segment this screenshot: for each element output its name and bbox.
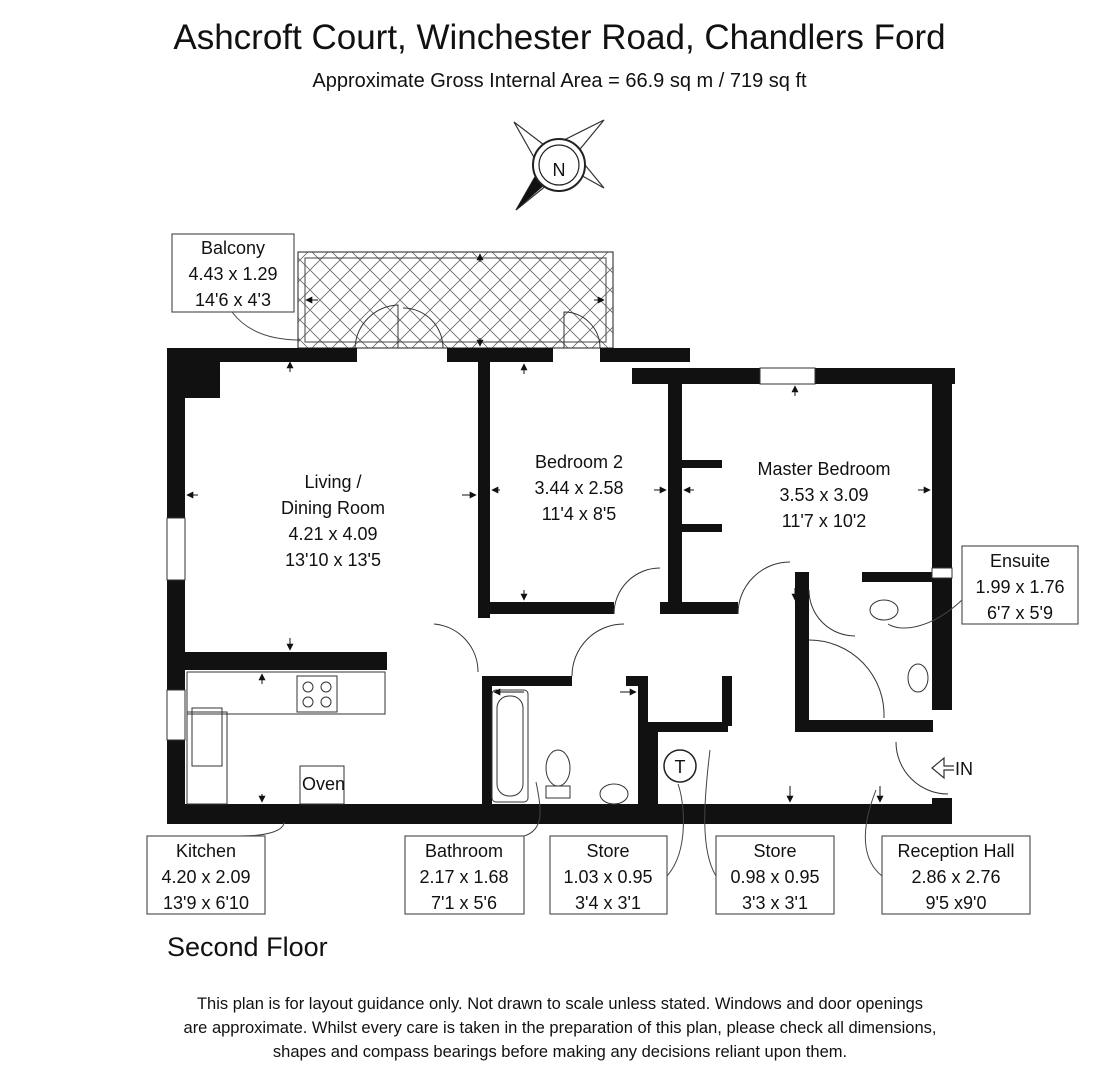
window-marks: [166, 367, 953, 741]
entrance-arrow-icon: IN: [931, 756, 973, 780]
ensuite-fixtures: [808, 599, 929, 719]
balcony-callout: Balcony 4.43 x 1.29 14'6 x 4'3: [171, 233, 301, 341]
svg-text:14'6 x 4'3: 14'6 x 4'3: [195, 290, 271, 310]
disclaimer-line-3: shapes and compass bearings before makin…: [272, 1043, 848, 1061]
living-imperial: 13'10 x 13'5: [285, 550, 381, 570]
master-imperial: 11'7 x 10'2: [782, 511, 867, 531]
bedroom2-imperial: 11'4 x 8'5: [542, 504, 617, 524]
svg-text:Reception Hall: Reception Hall: [897, 841, 1014, 861]
kitchen-callout: Kitchen 4.20 x 2.09 13'9 x 6'10: [146, 821, 285, 915]
disclaimer-line-1: This plan is for layout guidance only. N…: [196, 995, 924, 1013]
bedroom2-metric: 3.44 x 2.58: [534, 478, 623, 498]
svg-text:Ensuite: Ensuite: [990, 551, 1050, 571]
svg-text:1.99 x 1.76: 1.99 x 1.76: [975, 577, 1064, 597]
tank-icon: T: [663, 749, 697, 783]
svg-text:9'5 x9'0: 9'5 x9'0: [926, 893, 987, 913]
svg-text:2.86 x 2.76: 2.86 x 2.76: [911, 867, 1000, 887]
oven-label: Oven: [302, 774, 345, 794]
dimension-arrows: [186, 253, 931, 803]
reception-callout: Reception Hall 2.86 x 2.76 9'5 x9'0: [864, 789, 1031, 915]
bedroom2-name: Bedroom 2: [535, 452, 623, 472]
svg-text:3'4 x 3'1: 3'4 x 3'1: [575, 893, 641, 913]
balcony-area: [297, 251, 614, 349]
master-metric: 3.53 x 3.09: [779, 485, 868, 505]
svg-text:Store: Store: [753, 841, 796, 861]
store2-callout: Store 0.98 x 0.95 3'3 x 3'1: [704, 749, 835, 915]
bathroom-callout: Bathroom 2.17 x 1.68 7'1 x 5'6: [404, 781, 541, 915]
entrance-label: IN: [955, 759, 973, 779]
store1-callout: Store 1.03 x 0.95 3'4 x 3'1: [549, 783, 684, 915]
bathroom-fixtures: [491, 689, 629, 805]
svg-text:7'1 x 5'6: 7'1 x 5'6: [431, 893, 497, 913]
plan-title: Ashcroft Court, Winchester Road, Chandle…: [173, 18, 946, 57]
living-name1: Living /: [304, 472, 361, 492]
kitchen-fixtures: [186, 671, 386, 805]
door-swings: [354, 304, 949, 795]
svg-text:2.17 x 1.68: 2.17 x 1.68: [419, 867, 508, 887]
svg-text:4.20 x 2.09: 4.20 x 2.09: [161, 867, 250, 887]
ensuite-callout: Ensuite 1.99 x 1.76 6'7 x 5'9: [887, 545, 1079, 629]
svg-text:3'3 x 3'1: 3'3 x 3'1: [742, 893, 808, 913]
svg-text:Balcony: Balcony: [201, 238, 265, 258]
living-name2: Dining Room: [281, 498, 385, 518]
floor-label: Second Floor: [167, 932, 328, 962]
svg-text:Bathroom: Bathroom: [425, 841, 503, 861]
svg-text:13'9 x 6'10: 13'9 x 6'10: [163, 893, 249, 913]
tank-letter: T: [675, 757, 686, 777]
svg-text:Store: Store: [586, 841, 629, 861]
svg-text:0.98 x 0.95: 0.98 x 0.95: [730, 867, 819, 887]
compass-icon: N: [513, 119, 605, 211]
master-name: Master Bedroom: [757, 459, 890, 479]
svg-text:Kitchen: Kitchen: [176, 841, 236, 861]
walls: [167, 348, 955, 824]
compass-letter: N: [553, 160, 566, 180]
living-metric: 4.21 x 4.09: [288, 524, 377, 544]
gross-area-subtitle: Approximate Gross Internal Area = 66.9 s…: [312, 70, 807, 92]
svg-text:1.03 x 0.95: 1.03 x 0.95: [563, 867, 652, 887]
svg-text:6'7 x 5'9: 6'7 x 5'9: [987, 603, 1053, 623]
disclaimer: This plan is for layout guidance only. N…: [60, 992, 1060, 1064]
svg-text:4.43 x 1.29: 4.43 x 1.29: [188, 264, 277, 284]
disclaimer-line-2: are approximate. Whilst every care is ta…: [183, 1019, 937, 1037]
